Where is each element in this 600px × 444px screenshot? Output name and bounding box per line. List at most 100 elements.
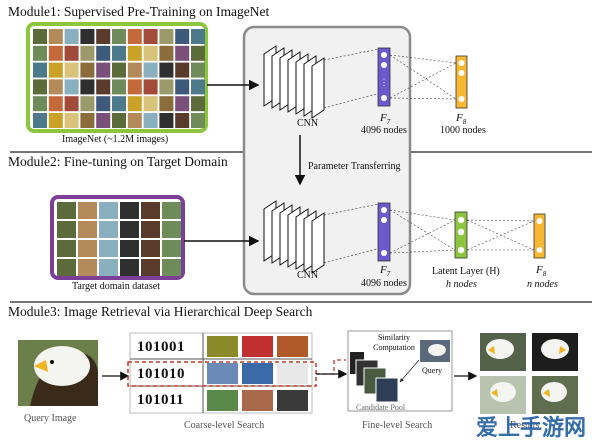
mosaic-tile [112, 79, 126, 95]
mosaic-tile [96, 79, 111, 95]
mosaic-tile [64, 29, 79, 44]
coarse-thumbnail [242, 363, 273, 384]
mosaic-tile [143, 79, 158, 95]
mosaic-tile [99, 221, 118, 238]
cnn-label-2: CNN [297, 270, 319, 281]
hash-code-1: 101001 [137, 339, 185, 355]
mosaic-tile [162, 221, 181, 238]
hash-code-2: 101010 [137, 366, 185, 382]
dashed-link-to-candidates [316, 359, 346, 375]
mosaic-tile [48, 96, 63, 112]
mosaic-tile [78, 240, 97, 257]
target-mosaic [50, 195, 185, 280]
mosaic-tile [143, 29, 158, 44]
mosaic-tile [162, 240, 181, 257]
imagenet-mosaic [26, 22, 208, 133]
mosaic-tile [162, 259, 181, 276]
mosaic-tile [99, 202, 118, 219]
mosaic-tile [48, 29, 63, 44]
mosaic-tile [191, 62, 205, 78]
coarse-thumbnail [242, 336, 273, 357]
mosaic-tile [175, 45, 190, 61]
cnn-feature-map [311, 57, 325, 119]
coarse-search-label: Coarse-level Search [184, 420, 265, 431]
mosaic-tile [48, 45, 63, 61]
mosaic-tile [57, 259, 76, 276]
mosaic-tile [64, 79, 79, 95]
coarse-thumbnail [207, 363, 238, 384]
mosaic-tile [159, 113, 174, 128]
f7-label-2: F7 [380, 264, 391, 279]
mosaic-tile [33, 79, 47, 95]
mosaic-tile [175, 96, 190, 112]
mosaic-tile [159, 29, 174, 44]
mosaic-tile [162, 202, 181, 219]
mosaic-tile [96, 96, 111, 112]
mosaic-tile [143, 62, 158, 78]
mosaic-tile [96, 113, 111, 128]
results-label: Results [510, 420, 540, 431]
mosaic-tile [191, 79, 205, 95]
fc-connections-2 [389, 209, 535, 254]
mosaic-tile [127, 29, 142, 44]
mosaic-tile [64, 45, 79, 61]
f7-layer-1: ⋮ [377, 47, 391, 107]
mosaic-tile [159, 79, 174, 95]
cnn-feature-map [311, 212, 325, 274]
mosaic-tile [141, 259, 160, 276]
coarse-thumbnail [207, 390, 238, 411]
hash-code-3: 101011 [137, 392, 185, 408]
latent-layer [454, 211, 468, 259]
mosaic-tile [112, 113, 126, 128]
mosaic-tile [48, 62, 63, 78]
mosaic-tile [120, 240, 139, 257]
mosaic-tile [159, 96, 174, 112]
mosaic-tile [33, 62, 47, 78]
mosaic-tile [80, 96, 95, 112]
mosaic-tile [141, 221, 160, 238]
mosaic-tile [120, 221, 139, 238]
f7-label-1: F7 [380, 112, 391, 127]
mosaic-tile [64, 62, 79, 78]
mosaic-tile [120, 259, 139, 276]
mosaic-tile [78, 221, 97, 238]
mosaic-tile [127, 62, 142, 78]
mosaic-tile [120, 202, 139, 219]
cnn-stack-1 [263, 45, 385, 119]
mosaic-tile [33, 29, 47, 44]
mosaic-tile [80, 45, 95, 61]
f7-layer-2 [377, 202, 391, 262]
coarse-thumbnail [277, 390, 308, 411]
module2-title: Module2: Fine-tuning on Target Domain [8, 154, 228, 169]
mosaic-tile [57, 240, 76, 257]
mosaic-tile [99, 259, 118, 276]
mosaic-tile [159, 62, 174, 78]
mosaic-tile [175, 29, 190, 44]
mosaic-tile [48, 79, 63, 95]
mosaic-tile [33, 96, 47, 112]
f8-label-2: F8 [536, 264, 547, 279]
mosaic-tile [127, 79, 142, 95]
query-image-label: Query Image [24, 413, 77, 424]
mosaic-tile [143, 113, 158, 128]
imagenet-label: ImageNet (~1.2M images) [62, 134, 169, 145]
mosaic-tile [141, 202, 160, 219]
mosaic-tile [143, 96, 158, 112]
watermark-text: 爱上手游网 [476, 416, 587, 441]
mosaic-tile [175, 79, 190, 95]
mosaic-tile [191, 113, 205, 128]
svg-text:⋮: ⋮ [380, 77, 389, 87]
mosaic-tile [191, 29, 205, 44]
mosaic-tile [33, 45, 47, 61]
fc-connections-1 [389, 54, 457, 100]
mosaic-tile [64, 113, 79, 128]
query-eagle-image [18, 340, 98, 406]
f8-layer-1 [455, 55, 468, 109]
cnn-stack-2 [263, 200, 385, 274]
mosaic-tile [143, 45, 158, 61]
mosaic-tile [99, 240, 118, 257]
f8-label-1: F8 [456, 112, 467, 127]
fine-search-label: Fine-level Search [362, 420, 433, 431]
